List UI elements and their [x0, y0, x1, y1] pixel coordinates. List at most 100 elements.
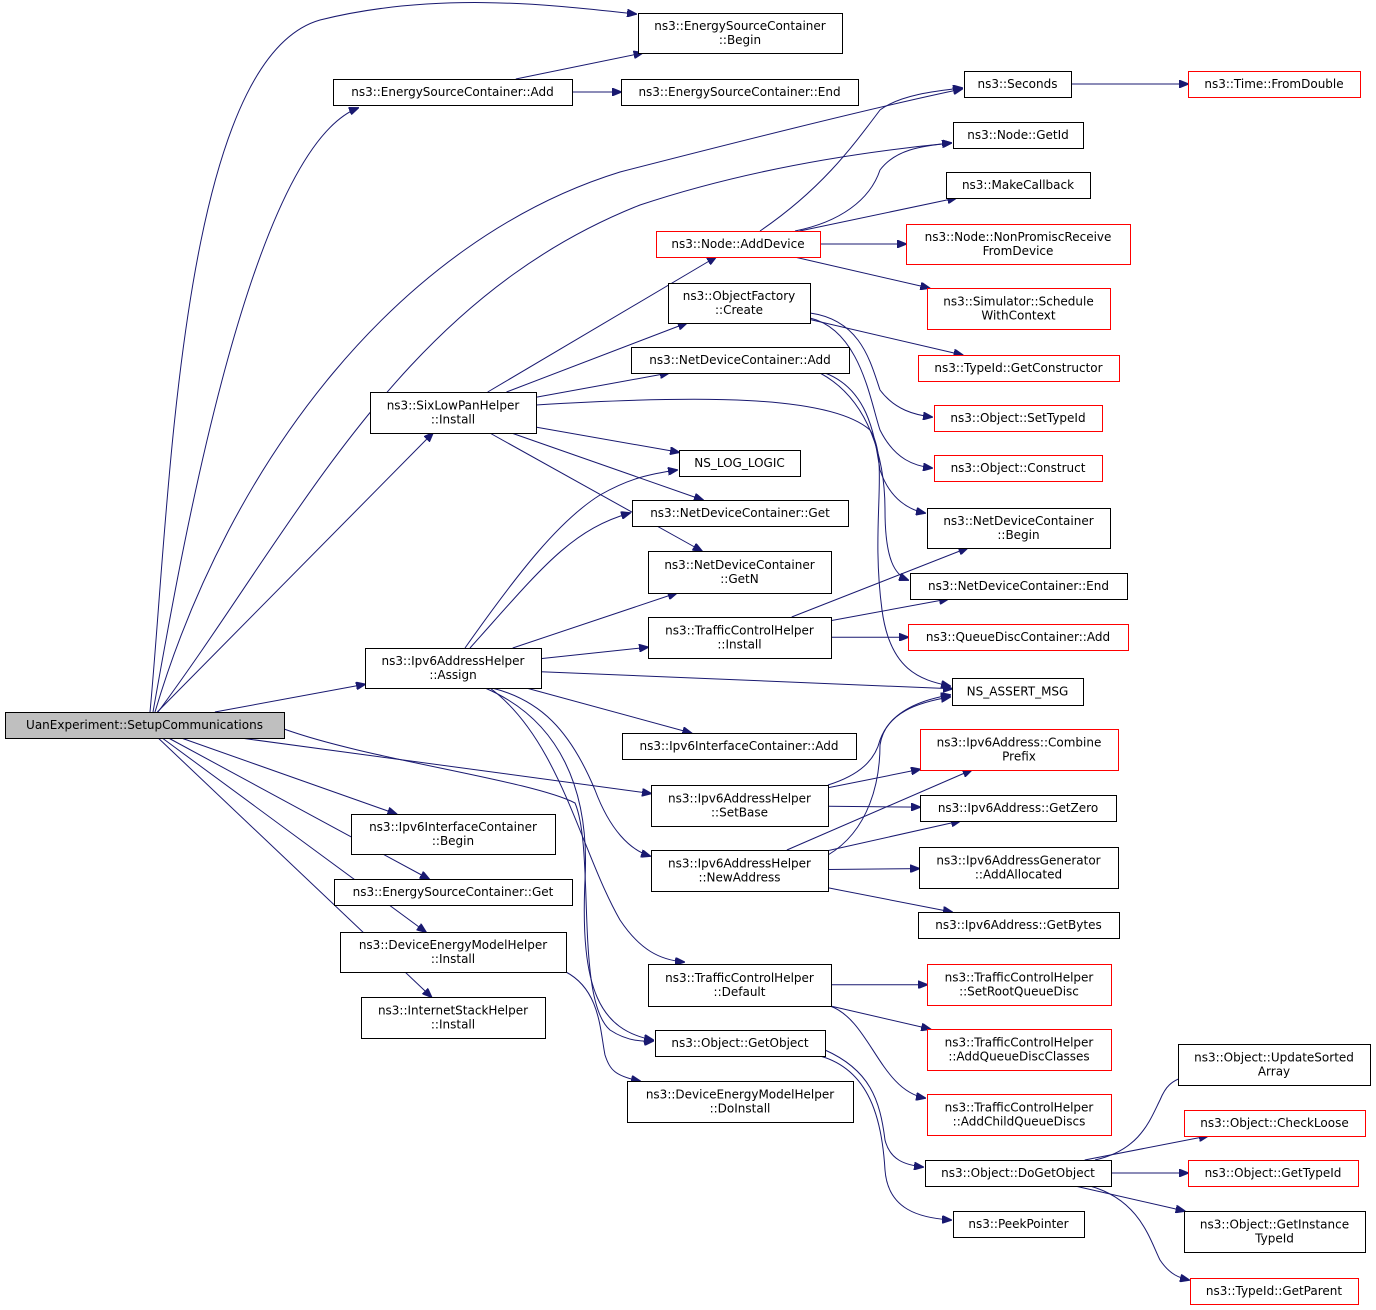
node-addqdclasses[interactable]: ns3::TrafficControlHelper::AddQueueDiscC…: [927, 1029, 1112, 1071]
node-box: [638, 13, 843, 54]
node-newaddress[interactable]: ns3::Ipv6AddressHelper::NewAddress: [651, 850, 829, 892]
node-tch-install[interactable]: ns3::TrafficControlHelper::Install: [648, 617, 832, 659]
node-label: ns3::Ipv6AddressHelper: [382, 654, 525, 668]
node-box: [656, 231, 821, 258]
node-ish-install[interactable]: ns3::InternetStackHelper::Install: [361, 997, 546, 1039]
node-label: ns3::Ipv6Address::GetZero: [938, 801, 1098, 815]
node-box: [679, 450, 801, 477]
node-ipv6ah-assign[interactable]: ns3::Ipv6AddressHelper::Assign: [365, 648, 542, 689]
edge-ipv6ah_assign-to-ipv6ic_add: [526, 687, 691, 733]
node-makecallback[interactable]: ns3::MakeCallback: [946, 172, 1091, 199]
node-label: ns3::Ipv6Address::Combine: [937, 736, 1102, 750]
node-getparent[interactable]: ns3::TypeId::GetParent: [1190, 1278, 1359, 1305]
node-getzero[interactable]: ns3::Ipv6Address::GetZero: [920, 795, 1117, 822]
node-label: ::AddChildQueueDiscs: [953, 1115, 1086, 1129]
node-adddevice[interactable]: ns3::Node::AddDevice: [656, 231, 821, 258]
node-esc-end[interactable]: ns3::EnergySourceContainer::End: [621, 79, 859, 106]
node-dogetobject[interactable]: ns3::Object::DoGetObject: [925, 1160, 1112, 1187]
node-label: ns3::MakeCallback: [962, 178, 1074, 192]
node-ndc-add[interactable]: ns3::NetDeviceContainer::Add: [631, 347, 850, 374]
node-settypeid[interactable]: ns3::Object::SetTypeId: [934, 405, 1103, 432]
node-label: ::Install: [717, 638, 761, 652]
edge-newaddress-to-assertmsg: [827, 697, 950, 856]
node-label: ns3::Node::GetId: [967, 128, 1069, 142]
node-assertmsg[interactable]: NS_ASSERT_MSG: [952, 678, 1084, 706]
node-box: [934, 405, 1103, 432]
node-ndc-begin[interactable]: ns3::NetDeviceContainer::Begin: [927, 508, 1111, 549]
node-box: [651, 850, 829, 892]
edge-sixlowpan-to-of_create: [506, 323, 687, 393]
node-label: FromDevice: [983, 244, 1054, 258]
node-label: ns3::Node::NonPromiscReceive: [925, 230, 1112, 244]
node-ipv6ic-add[interactable]: ns3::Ipv6InterfaceContainer::Add: [622, 733, 857, 760]
node-ndc-end[interactable]: ns3::NetDeviceContainer::End: [910, 573, 1128, 600]
node-qdc-add[interactable]: ns3::QueueDiscContainer::Add: [908, 624, 1129, 651]
node-label: ns3::Object::Construct: [951, 461, 1086, 475]
edge-getobject-to-dogetobject: [824, 1049, 923, 1167]
node-label: ns3::Simulator::Schedule: [943, 295, 1094, 309]
node-checkloose[interactable]: ns3::Object::CheckLoose: [1184, 1110, 1366, 1137]
node-sixlowpan[interactable]: ns3::SixLowPanHelper::Install: [370, 392, 537, 434]
edge-ipv6ah_assign-to-nslog: [464, 470, 677, 649]
node-ndc-getn[interactable]: ns3::NetDeviceContainer::GetN: [648, 551, 832, 594]
node-box: [927, 288, 1111, 330]
node-ipv6ic-begin[interactable]: ns3::Ipv6InterfaceContainer::Begin: [351, 814, 556, 855]
node-nslog[interactable]: NS_LOG_LOGIC: [679, 450, 801, 477]
node-box: [5, 712, 285, 739]
node-construct[interactable]: ns3::Object::Construct: [934, 455, 1103, 482]
edge-esc_add-to-esc_begin: [515, 53, 643, 80]
node-label: ns3::Seconds: [978, 77, 1058, 91]
node-box: [1188, 71, 1361, 98]
edge-newaddress-to-combineprefix: [786, 770, 972, 851]
node-box: [925, 1160, 1112, 1187]
edge-newaddress-to-addallocated: [827, 869, 919, 870]
node-root[interactable]: UanExperiment::SetupCommunications: [5, 712, 285, 739]
node-setbase[interactable]: ns3::Ipv6AddressHelper::SetBase: [651, 785, 829, 827]
node-demh-doinstall[interactable]: ns3::DeviceEnergyModelHelper::DoInstall: [627, 1081, 854, 1123]
node-label: ns3::TrafficControlHelper: [945, 1036, 1094, 1050]
node-esc-add[interactable]: ns3::EnergySourceContainer::Add: [333, 79, 573, 106]
node-fromdouble[interactable]: ns3::Time::FromDouble: [1188, 71, 1361, 98]
node-getobject[interactable]: ns3::Object::GetObject: [655, 1030, 826, 1057]
node-label: ns3::TrafficControlHelper: [945, 971, 1094, 985]
node-box: [648, 551, 832, 594]
node-box: [648, 617, 832, 659]
node-setrootqd[interactable]: ns3::TrafficControlHelper::SetRootQueueD…: [927, 964, 1112, 1006]
node-box: [651, 785, 829, 827]
node-gettypeid[interactable]: ns3::Object::GetTypeId: [1188, 1160, 1359, 1187]
node-label: ::SetRootQueueDisc: [959, 985, 1079, 999]
node-demh-install[interactable]: ns3::DeviceEnergyModelHelper::Install: [340, 932, 567, 973]
edge-ipv6ah_assign-to-getobject: [484, 687, 653, 1040]
node-box: [920, 729, 1119, 771]
node-addallocated[interactable]: ns3::Ipv6AddressGenerator::AddAllocated: [919, 847, 1119, 889]
node-esc-begin[interactable]: ns3::EnergySourceContainer::Begin: [638, 13, 843, 54]
node-peekpointer[interactable]: ns3::PeekPointer: [953, 1211, 1085, 1238]
node-getbytes[interactable]: ns3::Ipv6Address::GetBytes: [918, 912, 1120, 939]
node-addchildqd[interactable]: ns3::TrafficControlHelper::AddChildQueue…: [927, 1094, 1112, 1136]
node-of-create[interactable]: ns3::ObjectFactory::Create: [668, 283, 811, 324]
edge-ipv6ah_assign-to-tch_install: [540, 647, 648, 660]
node-box: [370, 392, 537, 434]
edge-sixlowpan-to-assertmsg: [535, 398, 950, 686]
node-ndc-get[interactable]: ns3::NetDeviceContainer::Get: [632, 500, 849, 527]
edge-newaddress-to-getbytes: [827, 887, 952, 912]
node-label: UanExperiment::SetupCommunications: [26, 718, 263, 732]
edge-dogetobject-to-getinstancetypeid: [1074, 1185, 1185, 1211]
node-tch-default[interactable]: ns3::TrafficControlHelper::Default: [648, 964, 832, 1007]
edge-demh_install-to-demh_doinstall: [565, 971, 640, 1081]
node-getconstructor[interactable]: ns3::TypeId::GetConstructor: [918, 355, 1120, 382]
node-label: ns3::Object::GetObject: [671, 1036, 809, 1050]
node-box: [920, 795, 1117, 822]
node-label: ns3::Object::UpdateSorted: [1194, 1051, 1354, 1065]
node-getid[interactable]: ns3::Node::GetId: [953, 122, 1084, 149]
node-label: ns3::Ipv6InterfaceContainer::Add: [640, 739, 839, 753]
node-seconds[interactable]: ns3::Seconds: [964, 71, 1072, 98]
edge-root-to-ipv6ah_assign: [214, 684, 365, 713]
node-box: [632, 500, 849, 527]
node-esc-get[interactable]: ns3::EnergySourceContainer::Get: [334, 879, 573, 906]
